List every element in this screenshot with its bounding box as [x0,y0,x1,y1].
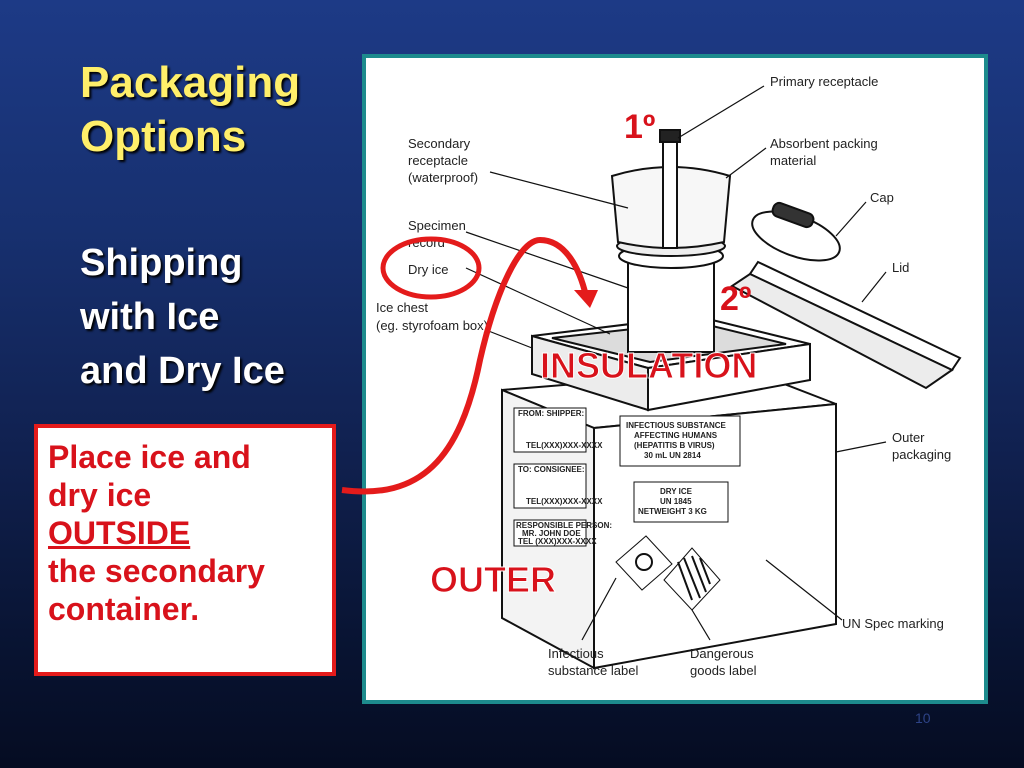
leader-line [691,609,711,641]
label-ice-chest: Ice chest [376,300,428,315]
label-primary-receptacle: Primary receptacle [770,74,878,89]
annotation-secondary: 2º [720,280,751,318]
leader-line [581,577,617,641]
box-text: (HEPATITIS B VIRUS) [634,441,715,450]
label-ice-chest: (eg. styrofoam box) [376,318,488,333]
leader-line [861,271,887,303]
callout-line: the secondary [48,553,265,589]
box-text: AFFECTING HUMANS [634,431,718,440]
page-number: 10 [915,710,931,726]
slide-title: Packaging Options [80,56,300,164]
annotation-outer: OUTER [430,559,556,600]
responsible-box [513,519,587,547]
subtitle-line: with Ice [80,296,220,338]
label-secondary-receptacle: Secondary [408,136,471,151]
red-arrowhead [574,290,598,308]
callout-line-emphasis: OUTSIDE [48,515,191,551]
dry-ice-circle [380,236,482,300]
infectious-box [619,415,741,467]
primary-tube-cap [659,129,681,143]
label-dangerous: goods label [690,663,757,678]
label-outer-packaging: Outer [892,430,925,445]
title-line: Options [80,112,247,161]
outer-box-front [593,402,837,670]
label-secondary-receptacle: receptacle [408,153,468,168]
callout-line: container. [48,591,200,627]
hazard-stripe [683,557,701,599]
box-text: MR. JOHN DOE [522,529,581,538]
callout-box: Place ice and dry ice OUTSIDE the second… [34,424,336,676]
diagram-frame: FROM: SHIPPER: TEL(XXX)XXX-XXXX TO: CONS… [362,54,988,704]
hazard-stripe [699,557,711,585]
label-dry-ice: Dry ice [408,262,448,277]
box-text: DRY ICE [660,487,693,496]
hazard-stripe [677,561,693,601]
label-absorbent: material [770,153,816,168]
label-lid: Lid [892,260,909,275]
leader-line [725,147,767,179]
annotation-primary: 1º [624,108,655,146]
box-text: NETWEIGHT 3 KG [638,507,707,516]
box-text: TEL(XXX)XXX-XXXX [526,497,603,506]
ice-chest-front [647,342,811,412]
callout-line: Place ice and [48,439,251,475]
leader-line [465,231,629,289]
shipper-box [513,407,587,453]
label-infectious: substance label [548,663,638,678]
leader-line [835,201,867,237]
hazard-stripe [691,555,707,593]
callout-line: dry ice [48,477,152,513]
subtitle-line: and Dry Ice [80,350,285,392]
biohazard-symbol [635,553,653,571]
leader-line [485,329,533,349]
box-text: UN 1845 [660,497,692,506]
dryice-box [633,481,729,523]
lid-side [730,272,954,390]
box-text: FROM: SHIPPER: [518,409,584,418]
label-dangerous: Dangerous [690,646,754,661]
biohazard-diamond [615,535,673,591]
red-connector-curve [341,236,589,495]
annotation-insulation: INSULATION [540,345,757,386]
subtitle-line: Shipping [80,242,243,284]
box-text: TEL(XXX)XXX-XXXX [526,441,603,450]
leader-line [835,441,887,453]
label-specimen: Specimen [408,218,466,233]
box-text: TO: CONSIGNEE: [518,465,585,474]
box-text: 30 mL UN 2814 [644,451,701,460]
leader-line [465,267,611,335]
label-cap: Cap [870,190,894,205]
secondary-receptacle [627,255,715,353]
packaging-diagram: FROM: SHIPPER: TEL(XXX)XXX-XXXX TO: CONS… [376,74,962,678]
label-secondary-receptacle: (waterproof) [408,170,478,185]
box-text: TEL (XXX)XXX-XXXX [518,537,597,546]
leader-line [677,85,765,139]
label-outer-packaging: packaging [892,447,951,462]
box-text: INFECTIOUS SUBSTANCE [626,421,727,430]
cap-handle [771,201,815,229]
title-line: Packaging [80,58,301,107]
label-infectious: Infectious [548,646,604,661]
consignee-box [513,463,587,509]
label-un-spec: UN Spec marking [842,616,944,631]
leader-line [765,559,843,621]
leader-line [489,171,629,209]
label-absorbent: Absorbent packing [770,136,878,151]
box-text: RESPONSIBLE PERSON: [516,521,612,530]
slide-subtitle: Shipping with Ice and Dry Ice [80,236,285,398]
